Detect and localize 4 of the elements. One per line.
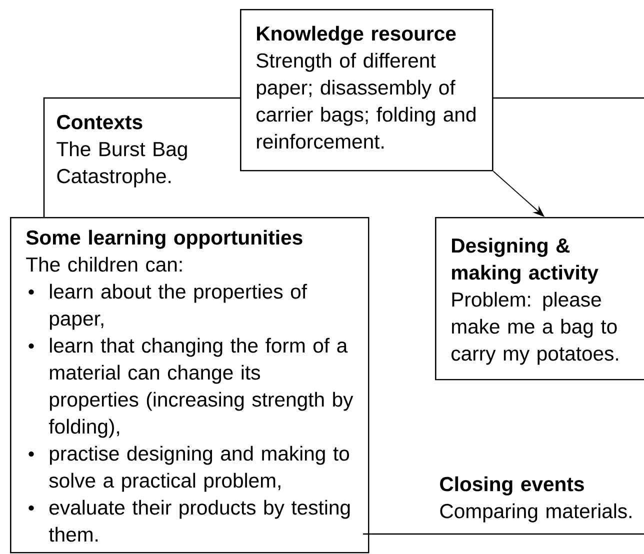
text-box: Designing & making activity Problem: please make me a bag to carry my potatoes.: [435, 217, 644, 380]
bracket-frame: Contexts The Burst Bag Catastrophe.: [43, 97, 240, 218]
text-box: Some learning opportunities The children can: learn about the properties of paper, learn that changing the form of a material can change its properties (increasing strength by folding), practise designing and making to solve a practical problem, evaluate their products by testing them.: [10, 217, 370, 554]
text-box: Knowledge resource Strength of different paper; disassembly of carrier bags; folding and reinforcement.: [240, 9, 494, 172]
